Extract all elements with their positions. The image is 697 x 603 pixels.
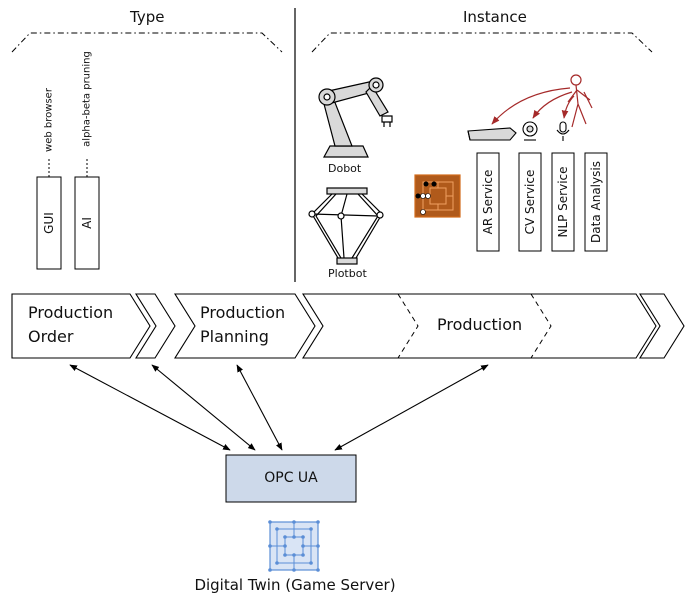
production-label: Production bbox=[437, 315, 523, 334]
type-header: Type bbox=[130, 8, 165, 26]
ai-box bbox=[74, 176, 100, 270]
web-browser-label: web browser bbox=[43, 88, 55, 152]
data-analysis-label: Data Analysis bbox=[589, 161, 603, 243]
opc-ua-box bbox=[225, 454, 357, 503]
digital-twin-caption: Digital Twin (Game Server) bbox=[194, 576, 396, 594]
human-to-headset-arrow bbox=[491, 87, 571, 125]
plotbot-label: Plotbot bbox=[328, 267, 367, 280]
order-opc-arrow bbox=[69, 364, 231, 451]
production-opc-arrow bbox=[334, 364, 489, 451]
ar-service-box bbox=[476, 152, 500, 252]
ai-label: AI bbox=[80, 217, 94, 229]
ar-headset-icon bbox=[467, 127, 517, 141]
human-icon bbox=[567, 74, 593, 128]
plotbot-icon bbox=[308, 187, 384, 265]
production-inner-divider-1 bbox=[397, 293, 419, 359]
production-order-label-2: Order bbox=[28, 327, 74, 346]
human-to-camera-arrow bbox=[532, 91, 573, 119]
go-board-icon bbox=[414, 174, 461, 218]
production-planning-label-1: Production bbox=[200, 303, 286, 322]
alpha-beta-label: alpha-beta pruning bbox=[81, 51, 93, 147]
cv-service-box bbox=[518, 152, 542, 252]
production-order-label-1: Production bbox=[28, 303, 114, 322]
chevron-production bbox=[302, 293, 657, 359]
gui-label: GUI bbox=[42, 212, 56, 234]
nlp-service-box bbox=[551, 152, 575, 252]
nlp-service-label: NLP Service bbox=[556, 166, 570, 238]
gui-box bbox=[36, 176, 62, 270]
cv-service-label: CV Service bbox=[523, 169, 537, 235]
instance-header: Instance bbox=[463, 8, 527, 26]
planning2-opc-arrow bbox=[236, 364, 283, 451]
chevron-separator-1 bbox=[135, 293, 176, 359]
camera-icon bbox=[522, 121, 538, 141]
chevron-end bbox=[639, 293, 685, 359]
planning-opc-arrow bbox=[151, 364, 256, 451]
microphone-icon bbox=[556, 121, 570, 141]
type-brace bbox=[11, 32, 283, 53]
dobot-icon bbox=[318, 77, 393, 158]
ar-service-label: AR Service bbox=[481, 169, 495, 235]
chevron-production-planning bbox=[174, 293, 316, 359]
dobot-label: Dobot bbox=[328, 162, 362, 175]
chevron-production-order bbox=[11, 293, 151, 359]
digital-twin-icon bbox=[268, 520, 320, 572]
opc-ua-label: OPC UA bbox=[264, 470, 318, 486]
data-analysis-box bbox=[584, 152, 608, 252]
production-inner-divider-2 bbox=[530, 293, 552, 359]
human-to-mic-arrow bbox=[561, 95, 575, 119]
instance-brace bbox=[311, 32, 653, 53]
production-planning-label-2: Planning bbox=[200, 327, 269, 346]
